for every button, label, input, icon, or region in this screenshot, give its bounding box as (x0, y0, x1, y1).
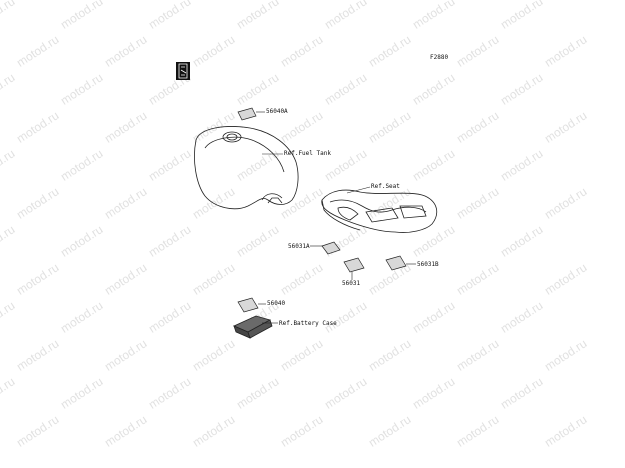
kawasaki-logo (176, 62, 190, 80)
part-number-56031b: 56031B (417, 261, 439, 268)
figure-code: F2880 (430, 54, 449, 61)
ref-seat-label: Ref.Seat (371, 183, 400, 190)
label-56031-sticker (343, 257, 365, 280)
ref-battery-case-label: Ref.Battery Case (279, 320, 337, 327)
ref-fuel-tank-label: Ref.Fuel Tank (284, 150, 331, 157)
label-56040-sticker (237, 297, 266, 313)
label-56031b-sticker (385, 255, 416, 271)
part-number-56031: 56031 (342, 280, 361, 287)
seat-leader (346, 186, 371, 194)
fuel-tank-drawing (194, 126, 299, 210)
part-number-56031a: 56031A (288, 243, 310, 250)
part-number-56040: 56040 (267, 300, 286, 307)
part-number-56040a: 56040A (266, 108, 288, 115)
battery-case-drawing (233, 315, 273, 339)
seat-drawing (321, 189, 438, 233)
label-56031a-sticker (310, 241, 341, 255)
label-56040a-sticker (237, 107, 265, 121)
